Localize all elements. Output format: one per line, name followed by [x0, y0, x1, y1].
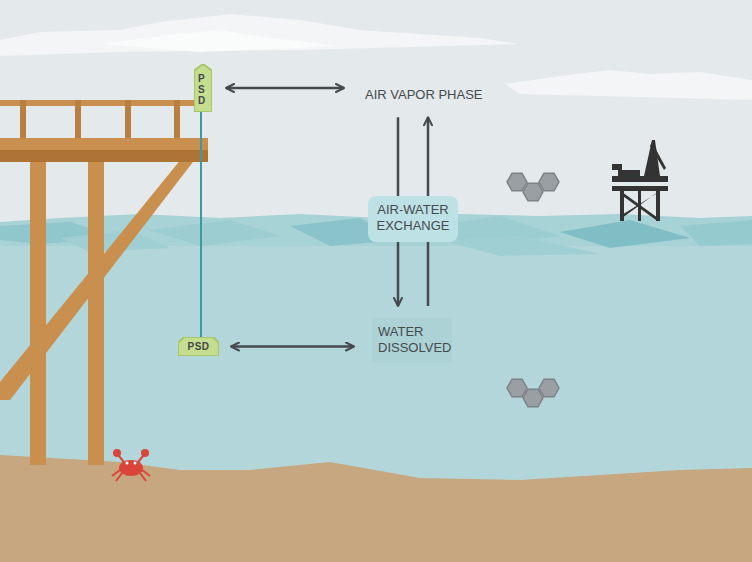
exchange-arrow	[231, 345, 354, 348]
sea-floor	[0, 455, 752, 562]
oil-platform	[612, 140, 668, 221]
node-label: PSD	[198, 73, 208, 106]
exchange-arrow	[226, 87, 344, 90]
pier	[0, 100, 208, 465]
hexagon	[507, 173, 527, 190]
sampler-tag: PSD	[194, 64, 212, 112]
mooring-line	[200, 112, 202, 338]
node-label: AIR-WATER EXCHANGE	[372, 202, 454, 235]
water	[0, 238, 752, 562]
phase-label: AIR VAPOR PHASE	[362, 85, 486, 105]
crab	[112, 449, 150, 481]
exchange-box: AIR-WATER EXCHANGE	[368, 196, 458, 242]
hexagon	[539, 173, 559, 190]
node-label: PSD	[181, 341, 216, 354]
hexagon	[507, 379, 527, 396]
sampler-tag: PSD	[178, 337, 219, 356]
molecules	[507, 173, 559, 406]
node-label: AIR VAPOR PHASE	[365, 87, 483, 103]
hexagon	[523, 183, 543, 200]
dissolved-box: WATER DISSOLVED	[372, 318, 452, 363]
node-label: WATER DISSOLVED	[378, 324, 446, 357]
hexagon	[539, 379, 559, 396]
hexagon	[523, 389, 543, 406]
